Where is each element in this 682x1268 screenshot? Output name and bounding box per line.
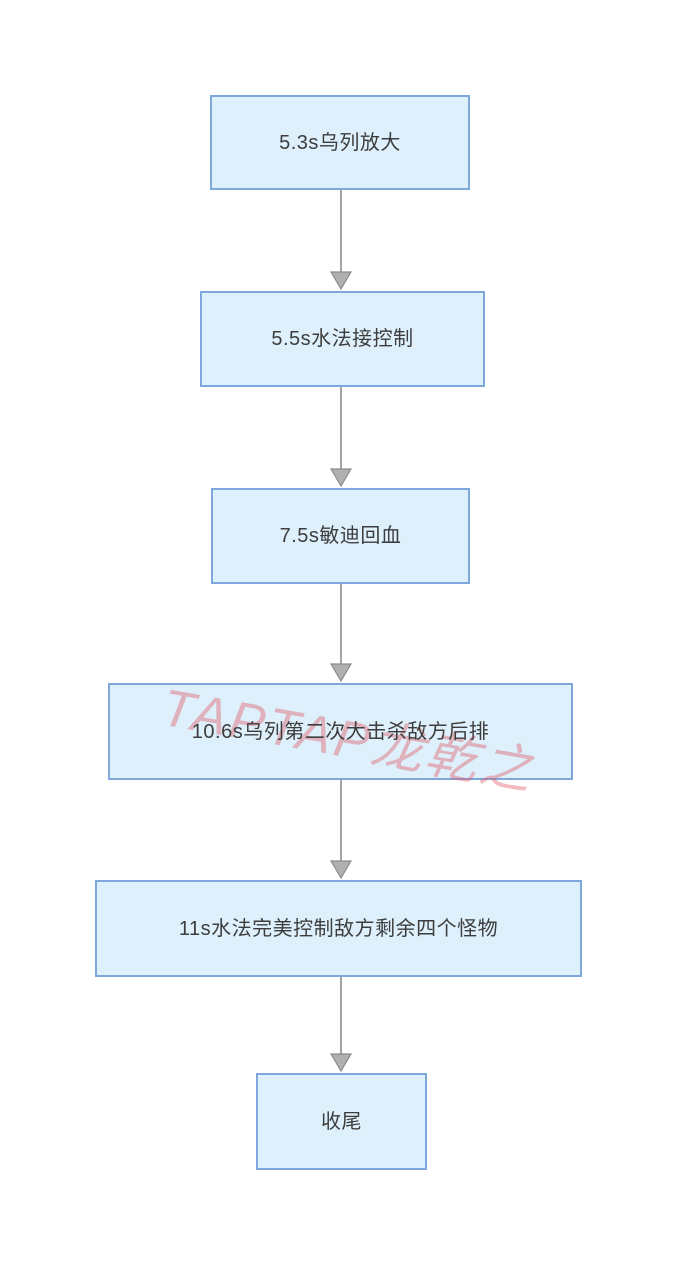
connector-line [340, 584, 342, 669]
connector-line [340, 387, 342, 474]
flow-node-6: 收尾 [256, 1073, 427, 1170]
flow-node-4-label: 10.6s乌列第二次大击杀敌方后排 [191, 720, 490, 743]
flow-node-3: 7.5s敏迪回血 [211, 488, 470, 584]
arrowhead-down-icon [329, 1053, 353, 1073]
connector-arrow-4 [329, 780, 353, 880]
flow-node-5: 11s水法完美控制敌方剩余四个怪物 [95, 880, 582, 977]
connector-arrow-3 [329, 584, 353, 683]
flow-node-3-label: 7.5s敏迪回血 [279, 525, 402, 547]
flow-node-1-label: 5.3s乌列放大 [279, 131, 401, 154]
connector-line [340, 977, 342, 1059]
flow-node-2-label: 5.5s水法接控制 [271, 328, 414, 350]
flow-node-1: 5.3s乌列放大 [210, 95, 470, 190]
flow-node-6-label: 收尾 [321, 1110, 362, 1133]
connector-arrow-5 [329, 977, 353, 1073]
arrowhead-down-icon [329, 271, 353, 291]
connector-arrow-2 [329, 387, 353, 488]
arrowhead-down-icon [329, 860, 353, 880]
connector-arrow-1 [329, 190, 353, 291]
flow-node-2: 5.5s水法接控制 [200, 291, 485, 387]
flow-node-5-label: 11s水法完美控制敌方剩余四个怪物 [178, 917, 499, 940]
connector-line [340, 190, 342, 277]
connector-line [340, 780, 342, 866]
flow-node-4: 10.6s乌列第二次大击杀敌方后排 [108, 683, 573, 780]
arrowhead-down-icon [329, 468, 353, 488]
arrowhead-down-icon [329, 663, 353, 683]
